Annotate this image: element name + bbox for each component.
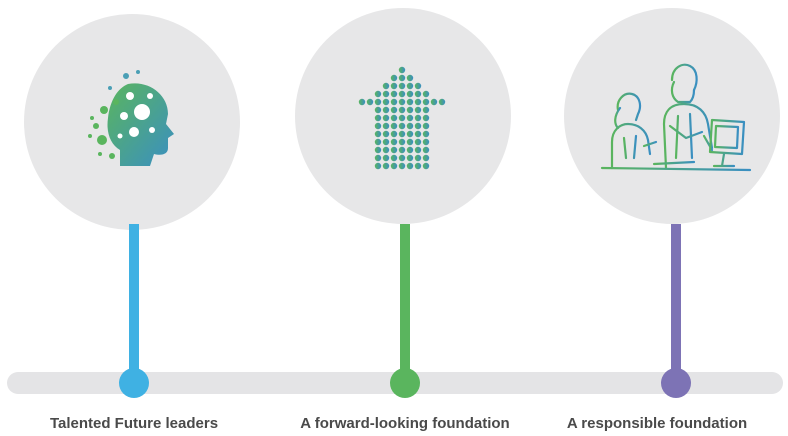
- people-at-computer-icon: [600, 63, 752, 172]
- milestone-3-label: A responsible foundation: [566, 415, 748, 432]
- milestone-3-node: [661, 368, 691, 398]
- head-dots-icon: [88, 70, 174, 166]
- milestone-3-circle: [564, 8, 780, 224]
- dotted-up-arrow-icon: [358, 66, 446, 170]
- milestone-2-node: [390, 368, 420, 398]
- milestone-3-stem: [671, 224, 681, 374]
- milestone-1-label: Talented Future leaders: [49, 415, 219, 432]
- milestone-2-label: A forward-looking foundation: [300, 415, 510, 432]
- milestone-1-node: [119, 368, 149, 398]
- milestone-1-stem: [129, 224, 139, 374]
- milestone-2-stem: [400, 224, 410, 374]
